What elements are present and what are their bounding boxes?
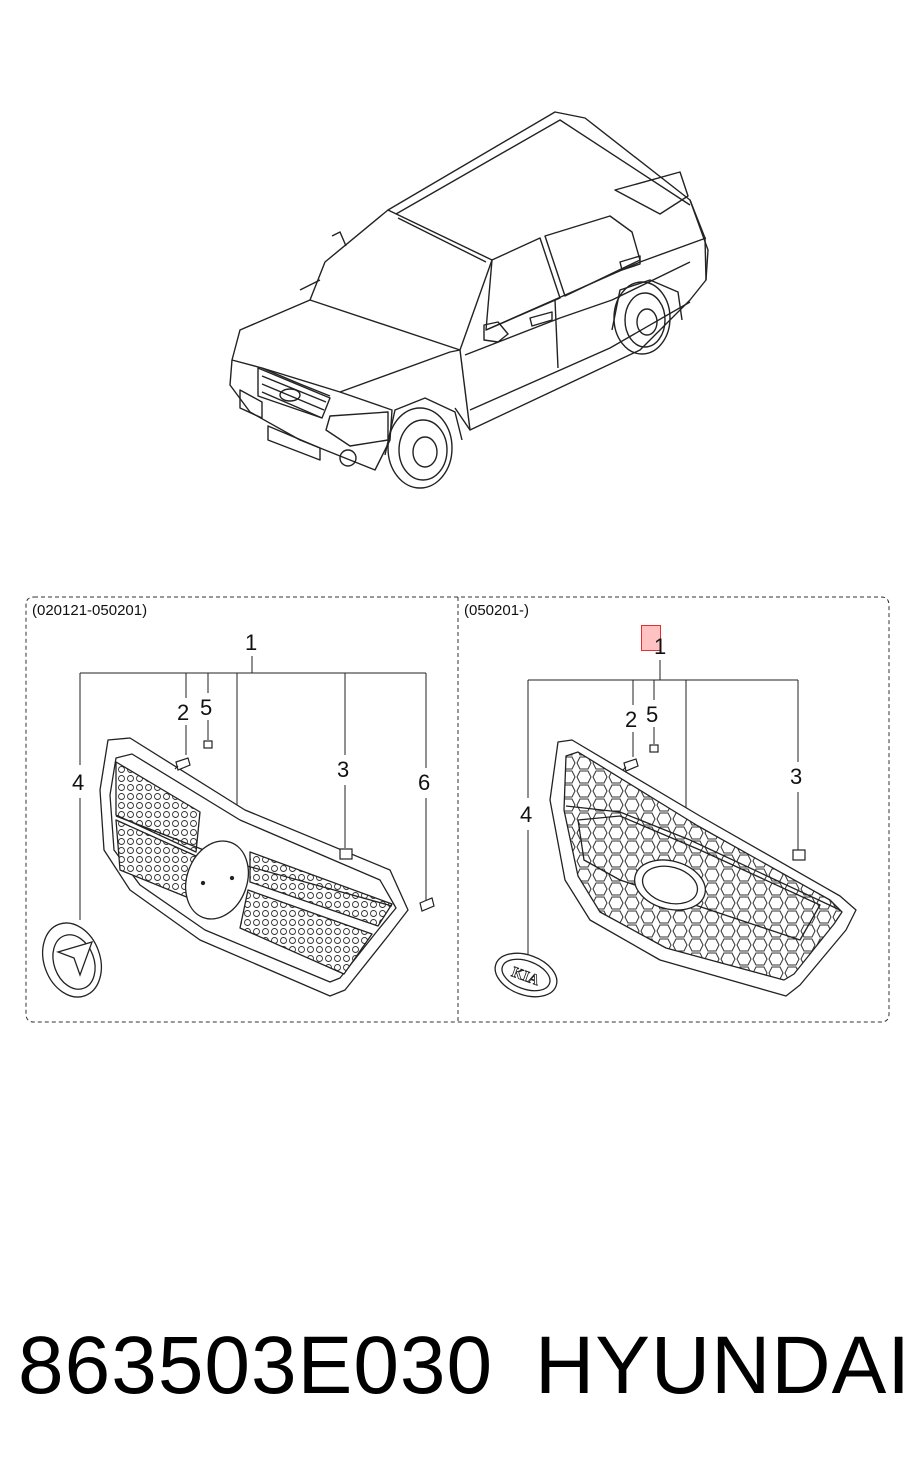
left-callout-2: 2: [177, 700, 190, 725]
panel-frames: [25, 596, 890, 1023]
right-leader-lines: [527, 660, 799, 958]
right-callout-2: 2: [625, 707, 638, 732]
right-callout-1: 1: [654, 634, 667, 659]
brand-name: HYUNDAI: [535, 1320, 911, 1411]
right-grille: [549, 739, 857, 997]
left-callout-3: 3: [337, 757, 350, 782]
left-fasteners: [174, 740, 435, 912]
right-emblem: KIA: [494, 952, 558, 998]
right-callout-3: 3: [790, 764, 803, 789]
left-callout-1: 1: [245, 630, 258, 655]
left-grille: [99, 737, 409, 997]
left-callout-6: 6: [418, 770, 431, 795]
left-panel-label: (020121-050201): [32, 602, 148, 619]
vehicle-illustration: [229, 111, 709, 489]
left-emblem: [42, 922, 102, 998]
part-number: 863503E030: [18, 1320, 494, 1411]
part-highlight-marker: [641, 625, 661, 651]
right-panel-label: (050201-): [464, 602, 530, 619]
left-callout-5: 5: [200, 695, 213, 720]
left-callout-4: 4: [72, 770, 85, 795]
right-callout-4: 4: [520, 802, 533, 827]
right-fasteners: [622, 744, 806, 861]
right-callout-5: 5: [646, 702, 659, 727]
left-leader-lines: [79, 656, 427, 920]
